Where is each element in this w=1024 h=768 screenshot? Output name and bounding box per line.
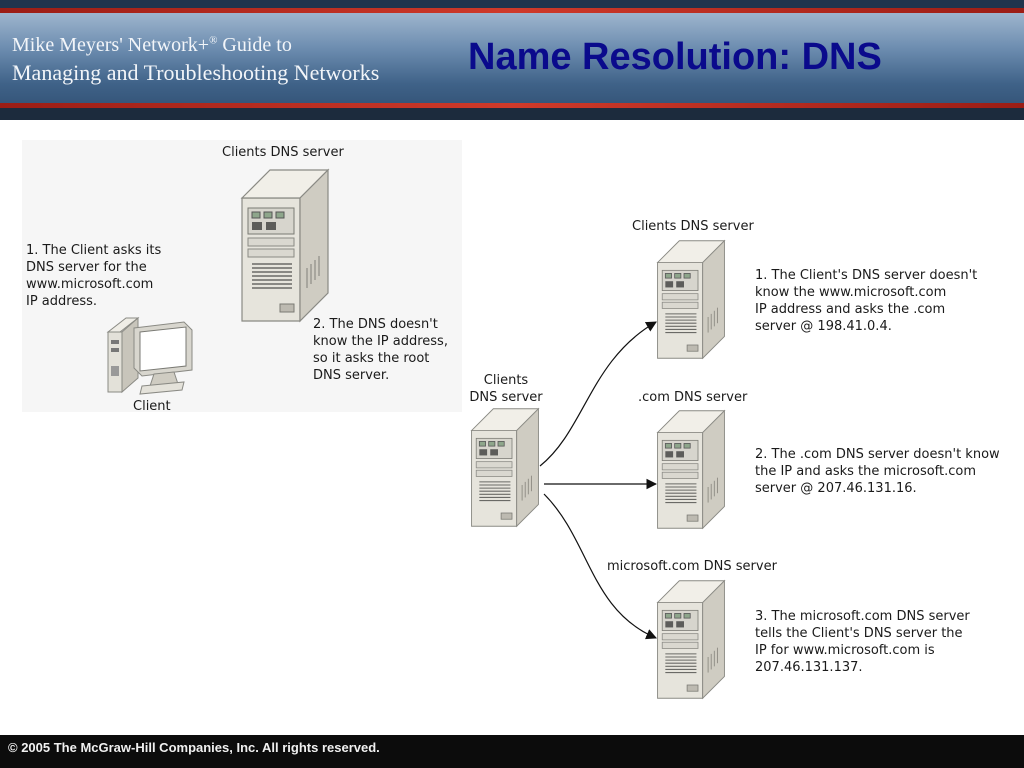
book-title-line1-tail: Guide to xyxy=(217,34,292,56)
top-server-note: 1. The Client's DNS server doesn't know … xyxy=(755,268,978,334)
client-computer-icon xyxy=(106,316,193,395)
book-title-line2: Managing and Troubleshooting Networks xyxy=(12,60,380,85)
mid-server-label: .com DNS server xyxy=(638,390,748,405)
slide-footer: © 2005 The McGraw-Hill Companies, Inc. A… xyxy=(0,735,1024,768)
copyright-text: © 2005 The McGraw-Hill Companies, Inc. A… xyxy=(8,740,380,755)
header-accent-line-bottom xyxy=(0,103,1024,108)
client-label: Client xyxy=(133,399,171,414)
arrow-to-top-server xyxy=(539,321,657,467)
left-step2-note: 2. The DNS doesn't know the IP address, … xyxy=(313,317,448,383)
registered-mark: ® xyxy=(209,34,218,47)
top-server-label: Clients DNS server xyxy=(632,219,754,234)
bottom-server-label: microsoft.com DNS server xyxy=(607,559,777,574)
header-top-band xyxy=(0,0,1024,8)
source-server-label: Clients DNS server xyxy=(469,373,543,405)
header-dark-band xyxy=(0,108,1024,120)
header-accent-line xyxy=(0,8,1024,13)
left-server-label: Clients DNS server xyxy=(222,145,344,160)
book-title-line1-text: Mike Meyers' Network+ xyxy=(12,34,210,56)
arrow-to-microsoft-server xyxy=(543,493,657,640)
slide-title: Name Resolution: DNS xyxy=(468,36,882,78)
left-step1-note: 1. The Client asks its DNS server for th… xyxy=(26,243,162,309)
slide-header: Mike Meyers' Network+® Guide to Managing… xyxy=(0,0,1024,120)
bottom-server-note: 3. The microsoft.com DNS server tells th… xyxy=(755,609,970,675)
book-title-line1: Mike Meyers' Network+® Guide to xyxy=(12,34,292,57)
mid-server-note: 2. The .com DNS server doesn't know the … xyxy=(755,447,1000,496)
